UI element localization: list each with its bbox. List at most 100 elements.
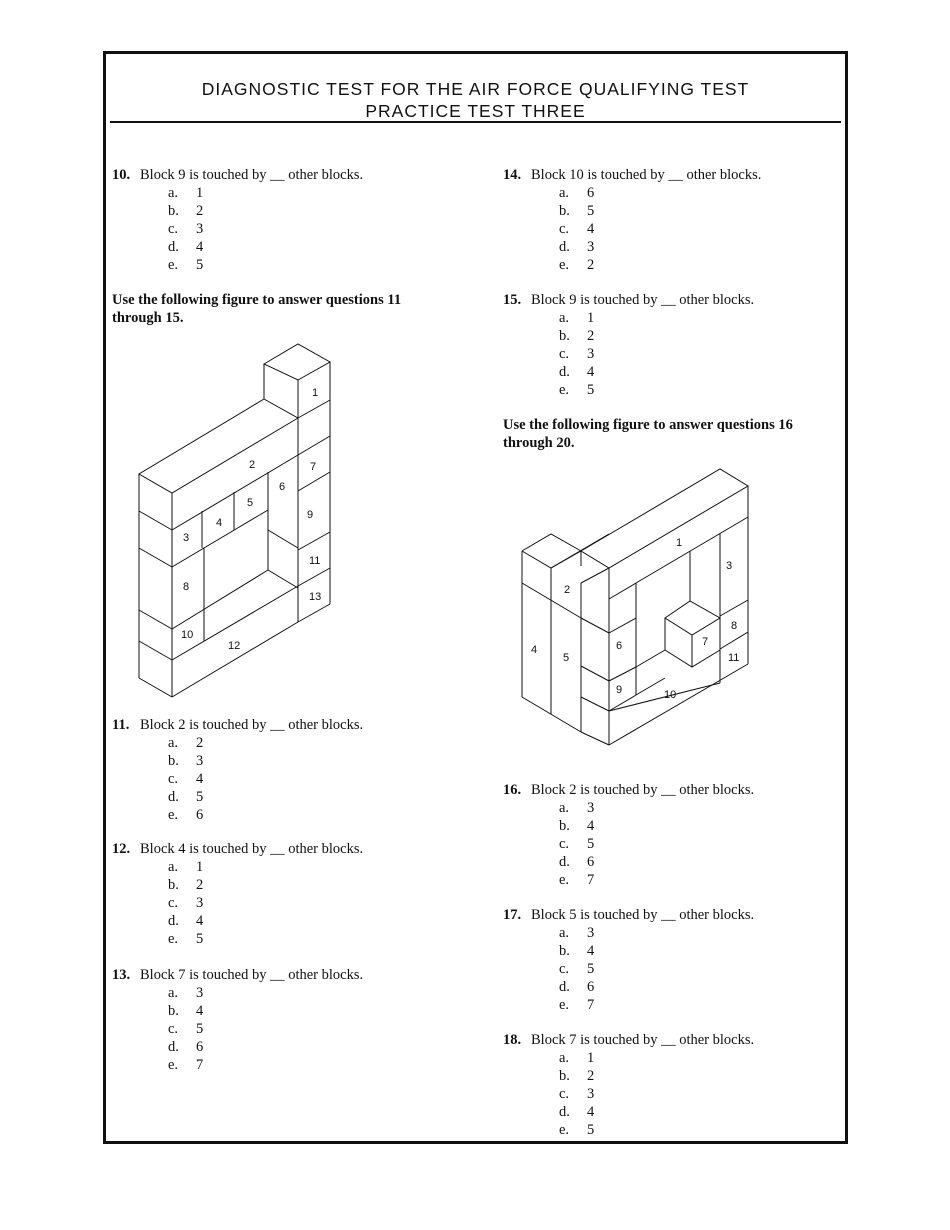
header-subtitle: PRACTICE TEST THREE xyxy=(365,101,586,121)
question-number: 18. xyxy=(503,1032,522,1048)
question-number: 10. xyxy=(112,167,131,183)
option-a[interactable]: a.1 xyxy=(168,859,204,875)
option-e[interactable]: e.2 xyxy=(559,257,595,273)
option-b[interactable]: b.3 xyxy=(168,753,204,769)
figure1-label-2: 2 xyxy=(249,459,255,471)
option-d[interactable]: d.4 xyxy=(168,913,204,929)
option-b[interactable]: b.4 xyxy=(559,943,595,959)
answer-options: a.3 b.4 c.5 d.6 e.7 xyxy=(112,984,363,1074)
question-12: 12.Block 4 is touched by __ other blocks… xyxy=(112,840,363,948)
option-d[interactable]: d.4 xyxy=(168,239,204,255)
question-text: Block 9 is touched by __ other blocks. xyxy=(140,167,364,183)
option-a[interactable]: a.3 xyxy=(559,800,595,816)
figure2-label-6: 6 xyxy=(616,640,622,652)
option-d[interactable]: d.3 xyxy=(559,239,595,255)
option-b[interactable]: b.2 xyxy=(559,328,595,344)
question-11: 11. Block 2 is touched by __ other blocks… xyxy=(112,716,363,824)
option-a[interactable]: a.1 xyxy=(168,185,204,201)
figure-instruction-2: Use the following figure to answer quest… xyxy=(503,417,793,451)
figure2-label-4: 4 xyxy=(531,644,537,656)
option-d[interactable]: d.4 xyxy=(559,1104,595,1120)
option-e[interactable]: e.7 xyxy=(168,1057,204,1073)
question-text: Block 7 is touched by __ other blocks. xyxy=(140,967,364,983)
question-text: Block 7 is touched by __ other blocks. xyxy=(531,1032,755,1048)
option-e[interactable]: e.5 xyxy=(168,257,204,273)
option-d[interactable]: d.6 xyxy=(559,979,595,995)
answer-options: a.3 b.4 c.5 d.6 e.7 xyxy=(503,924,754,1014)
figure2-label-3: 3 xyxy=(726,560,732,572)
answer-options: a.1 b.2 c.3 d.4 e.5 xyxy=(112,858,363,948)
option-c[interactable]: c.3 xyxy=(168,895,204,911)
option-b[interactable]: b.4 xyxy=(559,818,595,834)
figure2-label-7: 7 xyxy=(702,636,708,648)
question-10: 10. Block 9 is touched by __ other blocks… xyxy=(112,166,363,274)
option-c[interactable]: c.3 xyxy=(559,346,595,362)
option-e[interactable]: e.5 xyxy=(559,1122,595,1138)
question-17: 17.Block 5 is touched by __ other blocks… xyxy=(503,906,754,1014)
option-b[interactable]: b.2 xyxy=(168,877,204,893)
option-c[interactable]: c.4 xyxy=(168,771,204,787)
option-e[interactable]: e.5 xyxy=(559,382,595,398)
figure1-label-10: 10 xyxy=(181,629,193,641)
block-figure-2: 1 2 3 4 5 6 7 8 9 10 11 xyxy=(521,468,749,746)
option-a[interactable]: a.1 xyxy=(559,1050,595,1066)
answer-options: a.1 b.2 c.3 d.4 e.5 xyxy=(503,1049,754,1139)
option-a[interactable]: a.3 xyxy=(559,925,595,941)
question-text: Block 2 is touched by __ other blocks. xyxy=(140,717,364,733)
option-a[interactable]: a.2 xyxy=(168,735,204,751)
option-e[interactable]: e.5 xyxy=(168,931,204,947)
figure2-label-8: 8 xyxy=(731,620,737,632)
question-number: 15. xyxy=(503,292,522,308)
question-18: 18. Block 7 is touched by __ other blocks… xyxy=(503,1031,754,1139)
option-d[interactable]: d.6 xyxy=(168,1039,204,1055)
option-c[interactable]: c.3 xyxy=(168,221,204,237)
question-13: 13.Block 7 is touched by __ other blocks… xyxy=(112,966,363,1074)
option-d[interactable]: d.4 xyxy=(559,364,595,380)
answer-options: a.6 b.5 c.4 d.3 e.2 xyxy=(503,184,761,274)
figure1-label-9: 9 xyxy=(307,509,313,521)
figure2-label-11: 11 xyxy=(728,652,739,664)
option-a[interactable]: a.1 xyxy=(559,310,595,326)
option-c[interactable]: c.5 xyxy=(559,961,595,977)
answer-options: a.3 b.4 c.5 d.6 e.7 xyxy=(503,799,754,889)
figure1-label-4: 4 xyxy=(216,517,222,529)
option-c[interactable]: c.5 xyxy=(559,836,595,852)
figure1-label-11: 11 xyxy=(309,555,320,567)
question-number: 12. xyxy=(112,841,131,857)
option-e[interactable]: e.7 xyxy=(559,872,595,888)
option-c[interactable]: c.5 xyxy=(168,1021,204,1037)
answer-options: a.1 b.2 c.3 d.4 e.5 xyxy=(503,309,754,399)
figure2-label-10: 10 xyxy=(664,689,676,701)
question-number: 14. xyxy=(503,167,522,183)
option-c[interactable]: c.3 xyxy=(559,1086,595,1102)
option-b[interactable]: b.4 xyxy=(168,1003,204,1019)
header-rule xyxy=(110,121,841,123)
figure1-label-1: 1 xyxy=(312,387,318,399)
figure1-label-13: 13 xyxy=(309,591,321,603)
figure1-label-3: 3 xyxy=(183,532,189,544)
figure2-label-1: 1 xyxy=(676,537,682,549)
option-b[interactable]: b.2 xyxy=(559,1068,595,1084)
option-a[interactable]: a.3 xyxy=(168,985,204,1001)
question-text: Block 2 is touched by __ other blocks. xyxy=(531,782,755,798)
block-figure-1: 1 2 3 4 5 6 7 8 9 10 11 12 13 xyxy=(138,343,332,698)
option-b[interactable]: b.2 xyxy=(168,203,204,219)
option-b[interactable]: b.5 xyxy=(559,203,595,219)
question-number: 17. xyxy=(503,907,522,923)
option-e[interactable]: e.7 xyxy=(559,997,595,1013)
page-header: DIAGNOSTIC TEST FOR THE AIR FORCE QUALIF… xyxy=(110,78,841,122)
header-title: DIAGNOSTIC TEST FOR THE AIR FORCE QUALIF… xyxy=(201,79,750,99)
option-a[interactable]: a.6 xyxy=(559,185,595,201)
figure1-label-8: 8 xyxy=(183,581,189,593)
option-e[interactable]: e.6 xyxy=(168,807,204,823)
question-14: 14. Block 10 is touched by __ other block… xyxy=(503,166,761,274)
question-number: 11. xyxy=(112,717,130,733)
question-text: Block 10 is touched by __ other blocks. xyxy=(531,167,762,183)
option-d[interactable]: d.5 xyxy=(168,789,204,805)
option-c[interactable]: c.4 xyxy=(559,221,595,237)
figure2-label-2: 2 xyxy=(564,584,570,596)
question-15: 15.Block 9 is touched by __ other blocks… xyxy=(503,291,754,399)
option-d[interactable]: d.6 xyxy=(559,854,595,870)
figure2-label-9: 9 xyxy=(616,684,622,696)
figure1-label-7: 7 xyxy=(310,461,316,473)
